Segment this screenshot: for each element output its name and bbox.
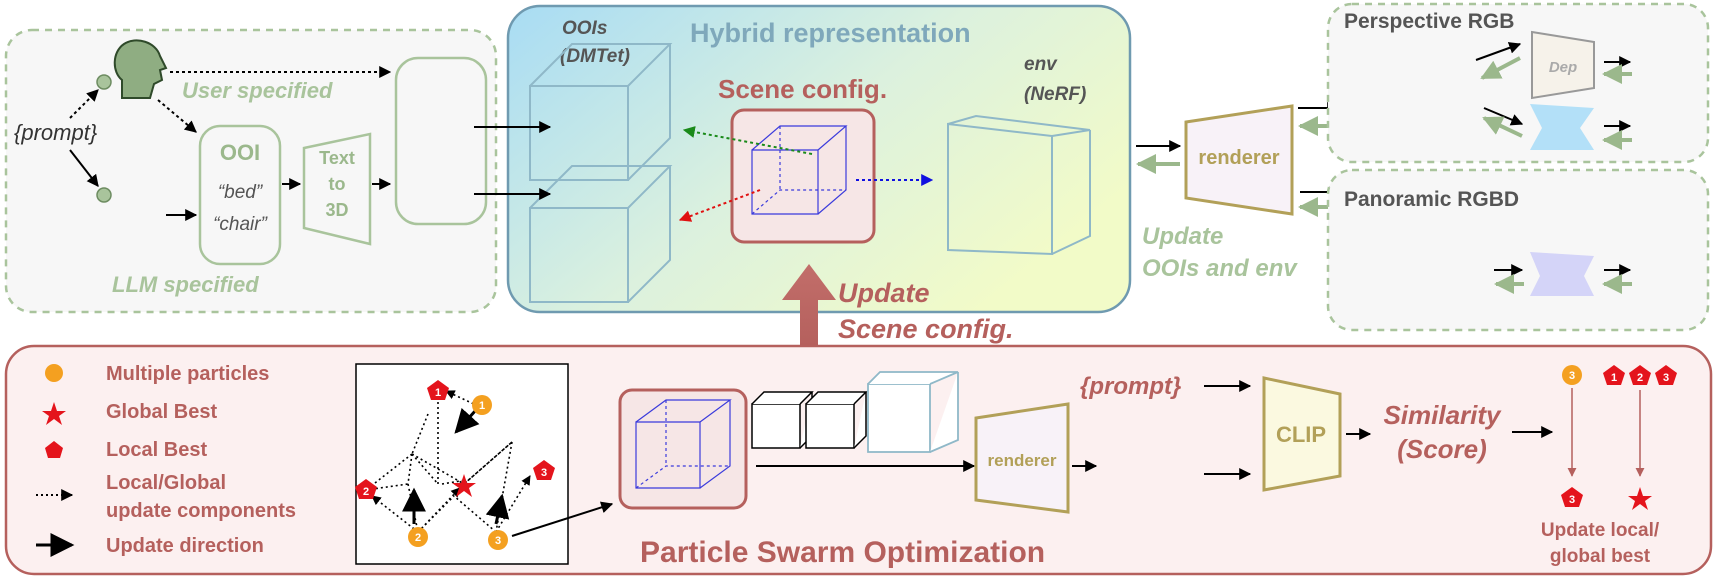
- to-dep-net-arrow: [1475, 42, 1522, 61]
- prompt-to-llm-arrow: [69, 149, 99, 187]
- legend-components-line2: update components: [106, 500, 296, 522]
- pso-env-cube: [867, 371, 959, 453]
- oois-label-line1: OOIs: [562, 18, 607, 39]
- dep-network-box: [1531, 30, 1595, 100]
- svg-text:2: 2: [1637, 372, 1643, 384]
- legend-components-line1: Local/Global: [106, 472, 226, 494]
- svg-text:3: 3: [541, 467, 547, 479]
- text-to-3d-box: [302, 132, 372, 246]
- legend-direction-label: Update direction: [106, 535, 264, 557]
- svg-text:3: 3: [1663, 372, 1669, 384]
- similarity-line2: (Score): [1397, 434, 1487, 464]
- pso-scene-config-cube: [635, 399, 732, 489]
- swarm-to-config-arrow: [511, 501, 614, 537]
- rgb-network-icon: [1530, 104, 1594, 150]
- swarm-particle-3: 3: [488, 530, 508, 550]
- scene-config-label: Scene config.: [718, 74, 887, 104]
- svg-text:2: 2: [415, 532, 421, 544]
- prompt-label: {prompt}: [14, 120, 98, 145]
- update-oois-line2: OOIs and env: [1142, 255, 1298, 282]
- update-scene-line1: Update: [838, 278, 930, 308]
- legend: Multiple particles Global Best Local Bes…: [36, 363, 296, 557]
- top-renderer: renderer Update OOIs and env: [1136, 102, 1342, 282]
- ooi-item-bed: “bed”: [218, 182, 264, 203]
- perspective-rgb-panel: Perspective RGB Dep: [1326, 2, 1710, 164]
- update-best-line1: Update local/: [1541, 520, 1660, 541]
- llm-specified-label: LLM specified: [112, 272, 259, 297]
- panoramic-title: Panoramic RGBD: [1344, 188, 1519, 211]
- prompt-to-user-arrow: [69, 89, 99, 119]
- top-renderer-box: [1184, 104, 1294, 216]
- env-label-line1: env: [1024, 54, 1058, 75]
- legend-local-best-icon: [45, 441, 63, 458]
- panoramic-network-icon: [1530, 252, 1594, 296]
- user-node: [96, 74, 112, 90]
- swarm-local-best-3: 3: [533, 460, 555, 480]
- to-rgb-net-arrow: [1483, 107, 1524, 126]
- llm-node: [96, 187, 112, 203]
- legend-particle-icon: [45, 364, 63, 382]
- legend-local-best-label: Local Best: [106, 439, 207, 461]
- swarm-particle-2: 2: [408, 527, 428, 547]
- pso-title: Particle Swarm Optimization: [640, 536, 1045, 569]
- env-cube: [947, 114, 1091, 256]
- svg-text:3: 3: [1569, 370, 1575, 382]
- objects-box: [394, 56, 488, 226]
- panoramic-rgbd-panel: Panoramic RGBD: [1326, 168, 1710, 332]
- dep-feedback-arrow: [1480, 56, 1521, 80]
- swarm-local-best-2: 2: [355, 479, 377, 499]
- text-to-3d-line2: to: [329, 174, 346, 194]
- swarm-local-best-1: 1: [427, 380, 449, 400]
- legend-global-best-label: Global Best: [106, 401, 217, 423]
- swarm-particle-1: 1: [472, 395, 492, 415]
- hybrid-representation-panel: Hybrid representation OOIs (DMTet) Scene…: [474, 4, 1132, 314]
- swarm-illustration: 1 2 3 1 2 3: [355, 363, 569, 565]
- update-oois-line1: Update: [1142, 223, 1223, 250]
- svg-text:2: 2: [363, 486, 369, 498]
- svg-text:1: 1: [435, 387, 441, 399]
- legend-global-best-icon: [42, 402, 66, 425]
- svg-text:3: 3: [495, 535, 501, 547]
- svg-text:1: 1: [479, 400, 485, 412]
- ooi-box: [198, 124, 282, 266]
- ooi-cube-bottom: [529, 165, 673, 303]
- svg-text:3: 3: [1569, 494, 1575, 506]
- user-specified-label: User specified: [182, 78, 333, 103]
- similarity-line1: Similarity: [1383, 400, 1502, 430]
- oois-label-line2: (DMTet): [560, 46, 630, 67]
- text-to-3d-line3: 3D: [325, 200, 348, 220]
- env-label-line2: (NeRF): [1024, 84, 1086, 105]
- top-renderer-label: renderer: [1198, 147, 1279, 169]
- user-to-ooi-arrow: [157, 99, 197, 133]
- pso-prompt-label: {prompt}: [1080, 373, 1181, 400]
- text-to-3d-line1: Text: [319, 148, 355, 168]
- update-scene-line2: Scene config.: [838, 314, 1014, 344]
- update-scene-config-arrow: Update Scene config.: [782, 264, 1014, 346]
- prompt-panel: {prompt} User specified OOI “bed” “chair…: [4, 28, 498, 314]
- update-best-group: 3 1 2 3 3 Update local/ global best: [1541, 365, 1677, 567]
- clip-label: CLIP: [1276, 422, 1326, 447]
- swarm-global-best: [452, 474, 476, 497]
- perspective-title: Perspective RGB: [1344, 10, 1514, 33]
- pso-renderer-box: [974, 402, 1070, 514]
- pso-object-cubes: [751, 391, 868, 449]
- ooi-title: OOI: [220, 140, 260, 165]
- pso-panel: Multiple particles Global Best Local Bes…: [4, 344, 1713, 576]
- update-best-line2: global best: [1550, 546, 1651, 567]
- config-to-ooi-bottom-arrow: [678, 189, 761, 222]
- hybrid-title: Hybrid representation: [690, 18, 971, 48]
- ooi-item-chair: “chair”: [213, 214, 269, 235]
- rgb-feedback-arrow: [1482, 116, 1523, 138]
- config-to-ooi-top-arrow: [682, 126, 813, 155]
- svg-text:1: 1: [1611, 372, 1617, 384]
- pso-scene-config-box: [618, 388, 748, 510]
- scene-config-box: [730, 108, 876, 244]
- user-head-icon: [113, 39, 168, 99]
- dep-label: Dep: [1549, 59, 1577, 76]
- pso-renderer-label: renderer: [988, 451, 1057, 470]
- legend-particles-label: Multiple particles: [106, 363, 269, 385]
- clip-box: [1262, 376, 1342, 492]
